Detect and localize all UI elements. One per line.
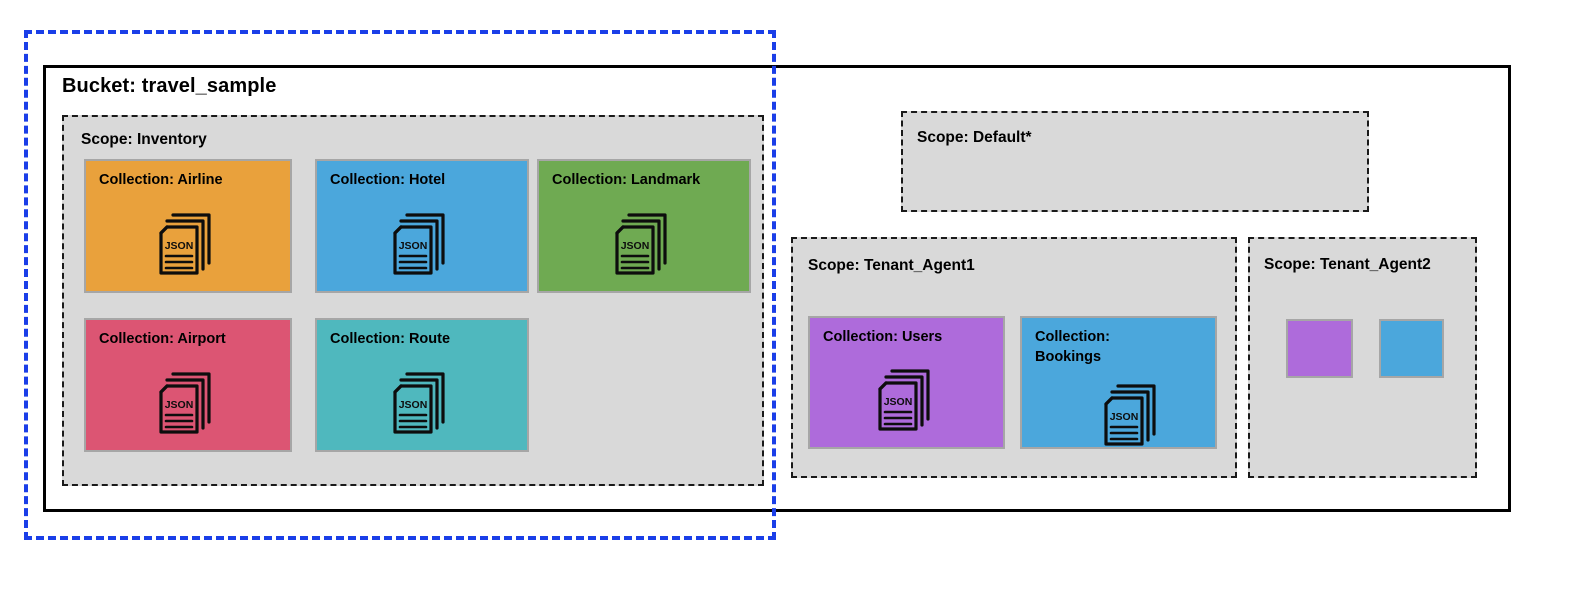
collection-card-landmark[interactable]: Collection: Landmark JSON [537,159,751,293]
selection-outline [24,30,776,540]
scope-tenant1-label: Scope: Tenant_Agent1 [808,257,975,274]
scope-inventory-label: Scope: Inventory [81,131,207,148]
collection-label: Collection: Airline [99,172,223,188]
collection-label: Collection: Route [330,331,451,347]
json-icon-text: JSON [165,399,194,411]
collection-card-hotel[interactable]: Collection: Hotel JSON [315,159,529,293]
collection-label: Collection: Hotel [330,172,446,188]
scope-tenant2: Scope: Tenant_Agent2 [1248,237,1477,478]
json-icon-text: JSON [883,396,912,408]
scope-inventory: Scope: Inventory Collection: Airline JSO… [62,115,764,486]
json-icon-text: JSON [399,399,428,411]
json-documents-icon: JSON [317,205,527,279]
collection-label: Collection: Landmark [552,172,701,188]
collection-card-bookings[interactable]: Collection: Bookings JSON [1020,316,1217,449]
collection-card-airport[interactable]: Collection: Airport JSON [84,318,292,452]
collection-swatch-blue[interactable] [1379,319,1444,378]
collection-card-airline[interactable]: Collection: Airline JSON [84,159,292,293]
json-icon-text: JSON [621,240,650,252]
json-documents-icon: JSON [1050,376,1215,447]
json-icon-text: JSON [399,240,428,252]
json-documents-icon: JSON [317,364,527,438]
collection-label: Collection: Airport [99,331,226,347]
scope-default-label: Scope: Default* [917,129,1032,146]
json-documents-icon: JSON [86,364,290,438]
json-documents-icon: JSON [86,205,290,279]
json-icon-text: JSON [165,240,194,252]
collection-card-users[interactable]: Collection: Users JSON [808,316,1005,449]
json-icon-text: JSON [1109,411,1138,423]
scope-default: Scope: Default* [901,111,1369,212]
collection-card-route[interactable]: Collection: Route JSON [315,318,529,452]
bucket-title: Bucket: travel_sample [62,75,277,97]
collection-label: Collection: Bookings [1035,329,1110,365]
collection-swatch-purple[interactable] [1286,319,1353,378]
scope-tenant2-label: Scope: Tenant_Agent2 [1264,256,1431,273]
json-documents-icon: JSON [539,205,749,279]
collection-label: Collection: Users [823,329,943,345]
scope-tenant1: Scope: Tenant_Agent1 Collection: Users J… [791,237,1237,478]
json-documents-icon: JSON [810,361,1003,435]
